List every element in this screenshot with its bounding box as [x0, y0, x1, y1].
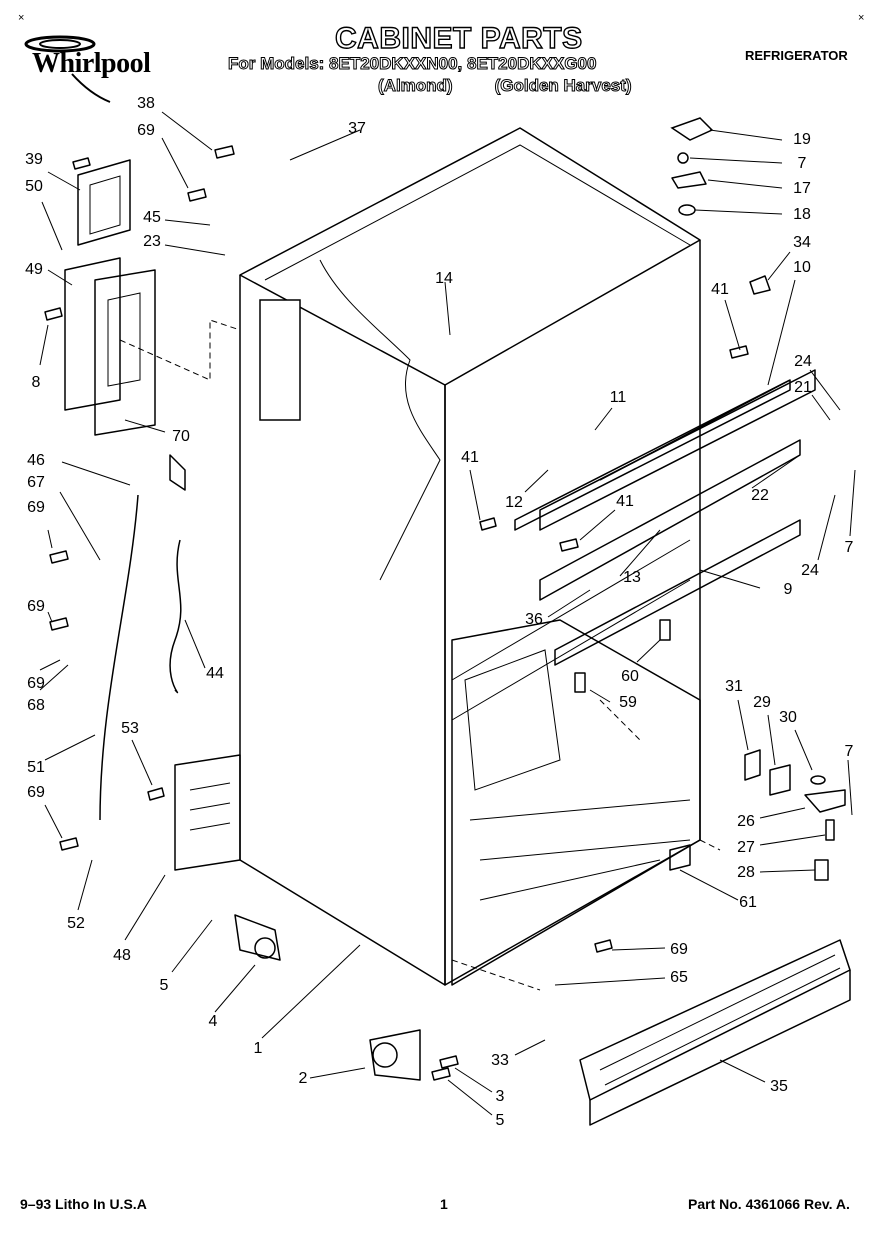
control-panel-parts — [64, 159, 241, 436]
logo-swirl-icon — [24, 35, 111, 103]
callout-44: 44 — [206, 665, 224, 682]
callout-10: 10 — [793, 259, 811, 276]
callout-17: 17 — [793, 180, 811, 197]
callout-36: 36 — [525, 611, 543, 628]
callout-67: 67 — [27, 474, 45, 491]
callout-69: 69 — [670, 941, 688, 958]
callout-70: 70 — [172, 428, 190, 445]
callout-2: 2 — [298, 1070, 308, 1087]
callout-59: 59 — [619, 694, 637, 711]
callout-3: 3 — [495, 1088, 505, 1105]
callout-33: 33 — [491, 1052, 509, 1069]
callout-50: 50 — [25, 178, 43, 195]
callout-19: 19 — [793, 131, 811, 148]
variant-almond: (Almond) — [378, 76, 454, 96]
whirlpool-logo: Whirlpool — [10, 30, 180, 110]
callout-4: 4 — [208, 1013, 218, 1030]
callout-65: 65 — [670, 969, 688, 986]
callout-48: 48 — [113, 947, 131, 964]
variant-golden-harvest: (Golden Harvest) — [494, 76, 632, 96]
top-hinge-parts — [670, 117, 771, 295]
callout-69: 69 — [27, 784, 45, 801]
corner-mark-left: × — [18, 12, 25, 24]
screws — [44, 145, 749, 1081]
bottom-hinge-parts — [669, 749, 846, 881]
callout-35: 35 — [770, 1078, 788, 1095]
callout-51: 51 — [27, 759, 45, 776]
toe-grille — [579, 939, 851, 1126]
callout-45: 45 — [143, 209, 161, 226]
callout-68: 68 — [27, 697, 45, 714]
callout-7: 7 — [844, 539, 854, 556]
callout-69: 69 — [27, 499, 45, 516]
callout-12: 12 — [505, 494, 523, 511]
corner-mark-right: × — [858, 12, 865, 24]
models-line: For Models: 8ET20DKXXN00, 8ET20DKXXG00 — [227, 54, 597, 74]
footer-print-info: 9–93 Litho In U.S.A — [20, 1196, 147, 1212]
callout-61: 61 — [739, 894, 757, 911]
callout-69: 69 — [27, 675, 45, 692]
callout-60: 60 — [621, 668, 639, 685]
callout-13: 13 — [623, 569, 641, 586]
callout-28: 28 — [737, 864, 755, 881]
callout-34: 34 — [793, 234, 811, 251]
callout-14: 14 — [435, 270, 453, 287]
callout-11: 11 — [609, 389, 627, 406]
callout-5: 5 — [495, 1112, 505, 1129]
callout-41: 41 — [616, 493, 634, 510]
callout-9: 9 — [783, 581, 793, 598]
leveling-parts — [234, 914, 421, 1081]
callout-53: 53 — [121, 720, 139, 737]
callout-31: 31 — [725, 678, 743, 695]
callout-21: 21 — [794, 379, 812, 396]
power-cord — [169, 539, 182, 694]
callout-52: 52 — [67, 915, 85, 932]
callout-41: 41 — [711, 281, 729, 298]
callout-8: 8 — [31, 374, 41, 391]
callout-24: 24 — [801, 562, 819, 579]
callout-30: 30 — [779, 709, 797, 726]
category-label: REFRIGERATOR — [745, 48, 848, 63]
callout-18: 18 — [793, 206, 811, 223]
callout-1: 1 — [253, 1040, 263, 1057]
callout-69: 69 — [137, 122, 155, 139]
callout-37: 37 — [348, 120, 366, 137]
callout-49: 49 — [25, 261, 43, 278]
callout-39: 39 — [25, 151, 43, 168]
callout-38: 38 — [137, 95, 155, 112]
callout-26: 26 — [737, 813, 755, 830]
cabinet-body — [239, 127, 701, 986]
page-title: CABINET PARTS — [334, 21, 583, 55]
callout-23: 23 — [143, 233, 161, 250]
callout-5: 5 — [159, 977, 169, 994]
brand-wordmark: Whirlpool — [32, 48, 151, 79]
model-variants: (Almond) (Golden Harvest) — [378, 76, 633, 96]
footer-part-number: Part No. 4361066 Rev. A. — [688, 1196, 850, 1212]
callout-41: 41 — [461, 449, 479, 466]
callout-29: 29 — [753, 694, 771, 711]
callout-27: 27 — [737, 839, 755, 856]
callout-46: 46 — [27, 452, 45, 469]
callout-69: 69 — [27, 598, 45, 615]
footer-page-number: 1 — [440, 1196, 448, 1212]
callout-7: 7 — [797, 155, 807, 172]
drain-tube — [99, 494, 139, 821]
callout-7: 7 — [844, 743, 854, 760]
callout-22: 22 — [751, 487, 769, 504]
callout-24: 24 — [794, 353, 812, 370]
leader-lines — [39, 111, 856, 1116]
